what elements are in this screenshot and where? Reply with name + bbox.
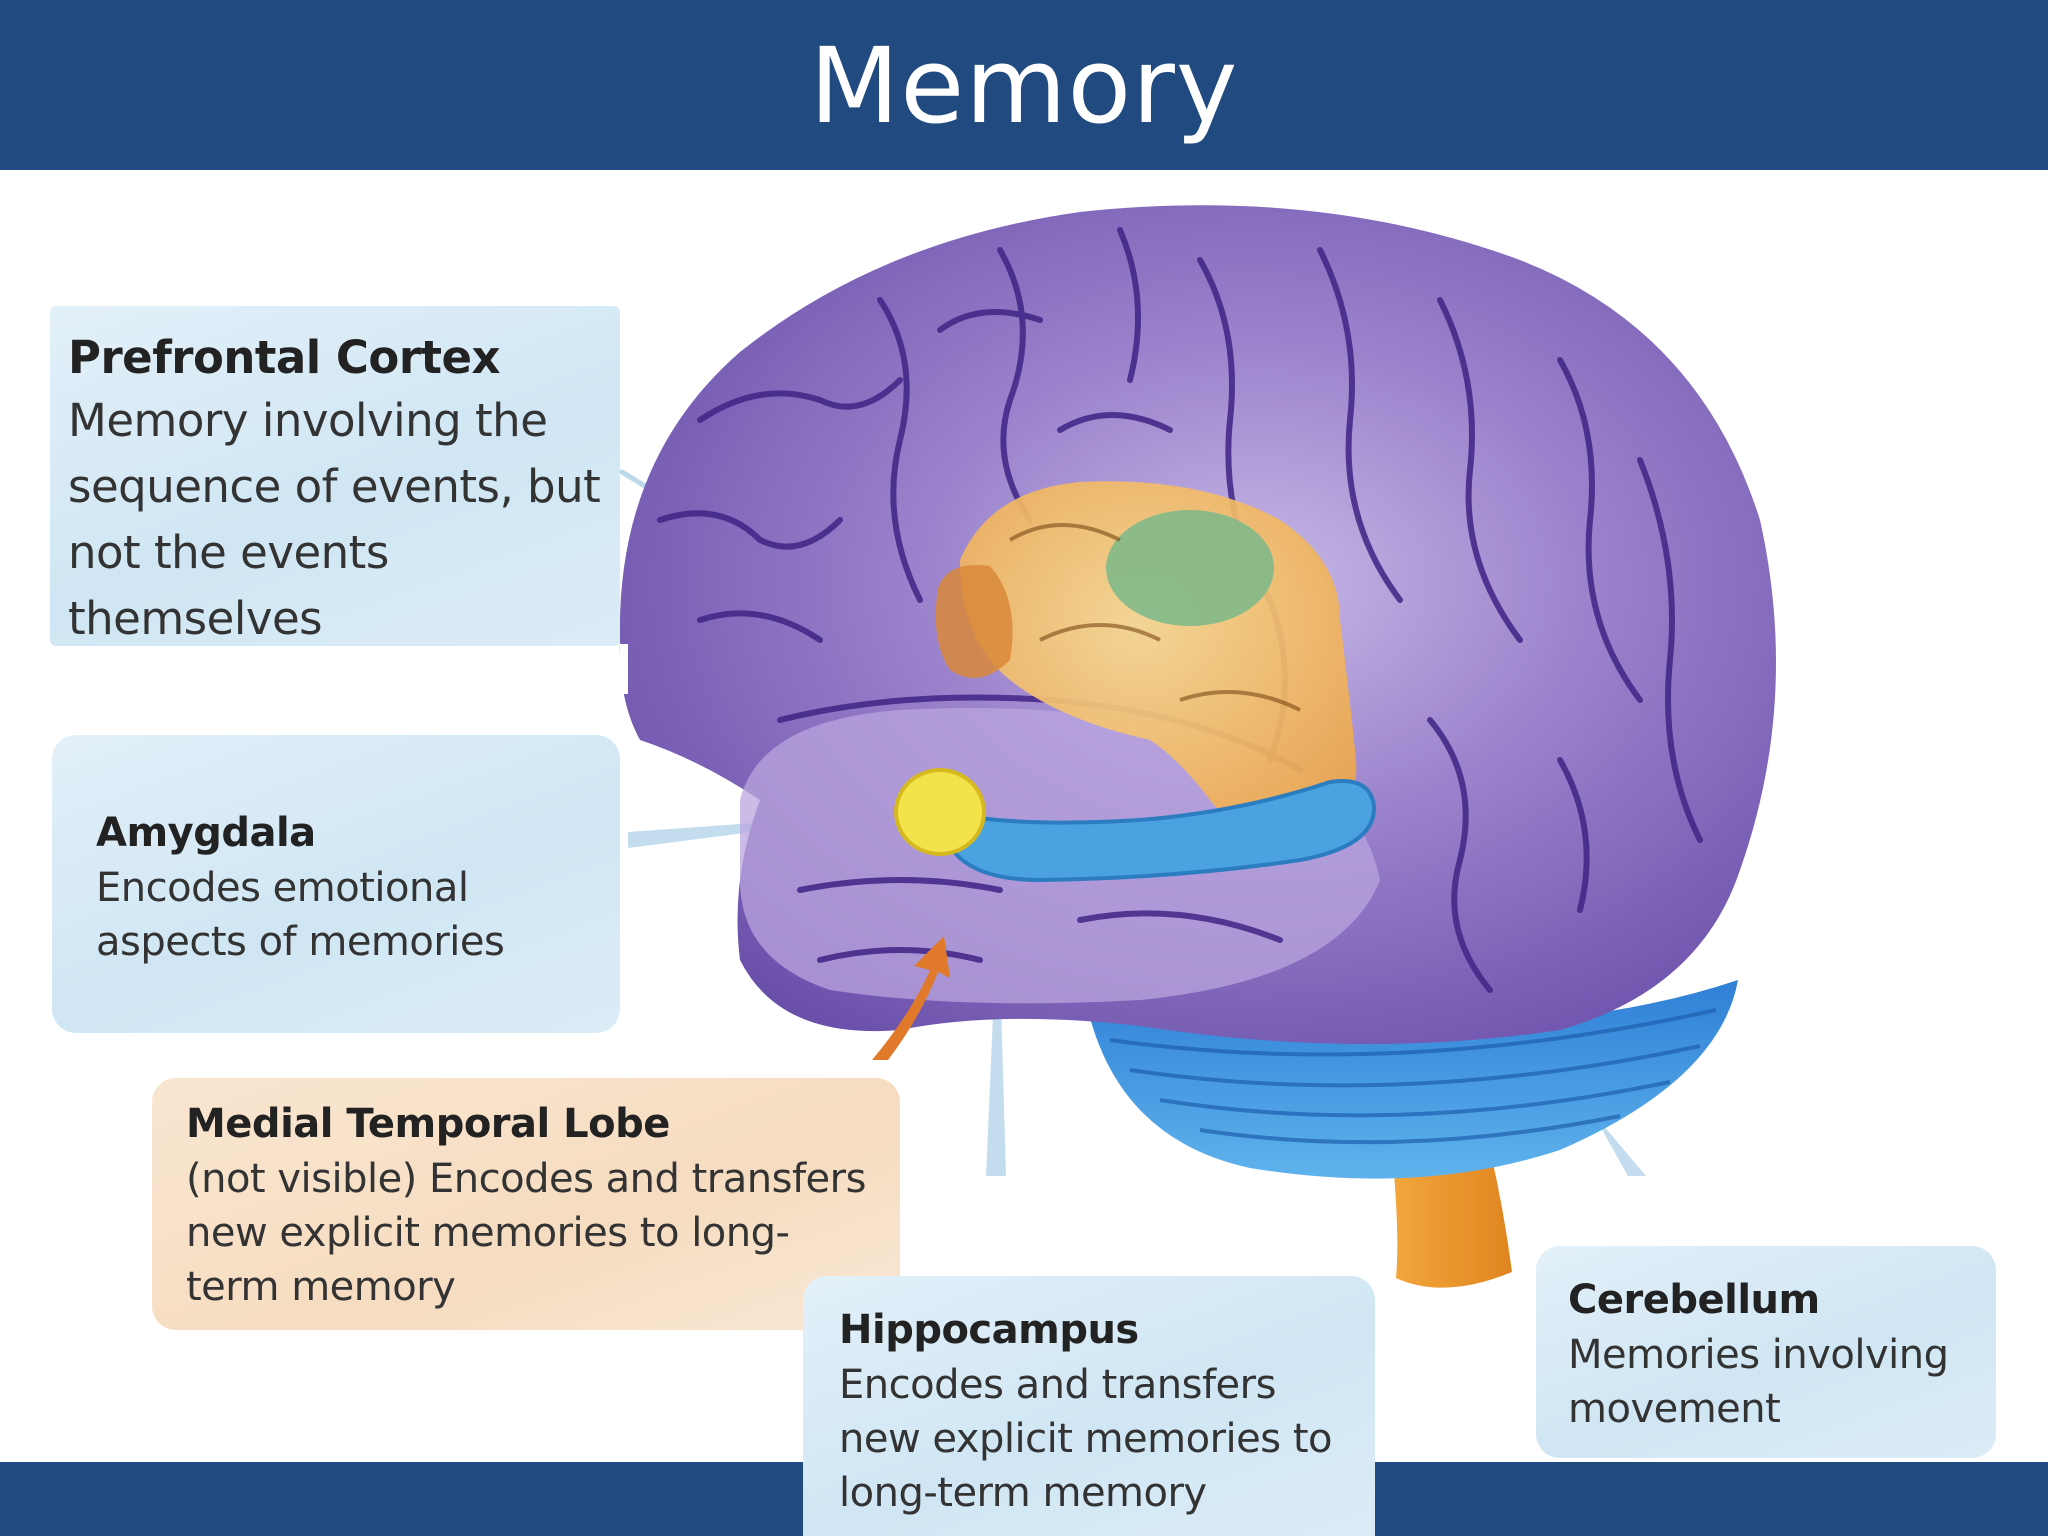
cerebellum-line-2: movement [1568,1386,1781,1432]
prefrontal-cortex-line-1: Memory involving the [68,394,548,447]
pointer-line-cerebellum [1592,1112,1646,1176]
cerebellum-heading: Cerebellum [1568,1277,1820,1323]
thalamus [1106,510,1274,626]
amygdala-line-1: Encodes emotional [96,865,469,911]
amygdala-heading: Amygdala [96,810,316,856]
label-cerebellum: Cerebellum Memories involving movement [1536,1246,1996,1458]
prefrontal-cortex-line-3: not the events [68,526,389,579]
hippocampus-heading: Hippocampus [839,1307,1139,1353]
label-amygdala: Amygdala Encodes emotional aspects of me… [52,735,620,1033]
hippocampus-line-1: Encodes and transfers [839,1362,1276,1408]
medial-temporal-arrow [872,936,950,1060]
medial-temporal-lobe-line-2: new explicit memories to long- [186,1210,790,1256]
prefrontal-cortex-heading: Prefrontal Cortex [68,331,501,384]
prefrontal-cortex-line-4: themselves [68,592,323,645]
medial-temporal-lobe-line-1: (not visible) Encodes and transfers [186,1156,866,1202]
medial-temporal-lobe-heading: Medial Temporal Lobe [186,1101,670,1147]
title-banner [0,0,2048,170]
prefrontal-cortex-line-2: sequence of events, but [68,460,601,513]
limbic-system [935,481,1357,840]
label-hippocampus: Hippocampus Encodes and transfers new ex… [803,1276,1375,1536]
amygdala-line-2: aspects of memories [96,919,505,965]
hippocampus [941,779,1377,883]
amygdala [894,768,986,856]
brainstem [1392,1150,1512,1288]
cerebellum-line-1: Memories involving [1568,1332,1949,1378]
label-medial-temporal-lobe: Medial Temporal Lobe (not visible) Encod… [152,1078,900,1330]
slide-title: Memory [809,25,1239,147]
pointer-line-hippocampus [986,900,1006,1176]
label-prefrontal-cortex: Prefrontal Cortex Memory involving the s… [50,306,620,646]
hippocampus-line-2: new explicit memories to [839,1416,1332,1462]
hippocampus-line-3: long-term memory [839,1470,1207,1516]
medial-temporal-lobe-line-3: term memory [186,1264,456,1310]
